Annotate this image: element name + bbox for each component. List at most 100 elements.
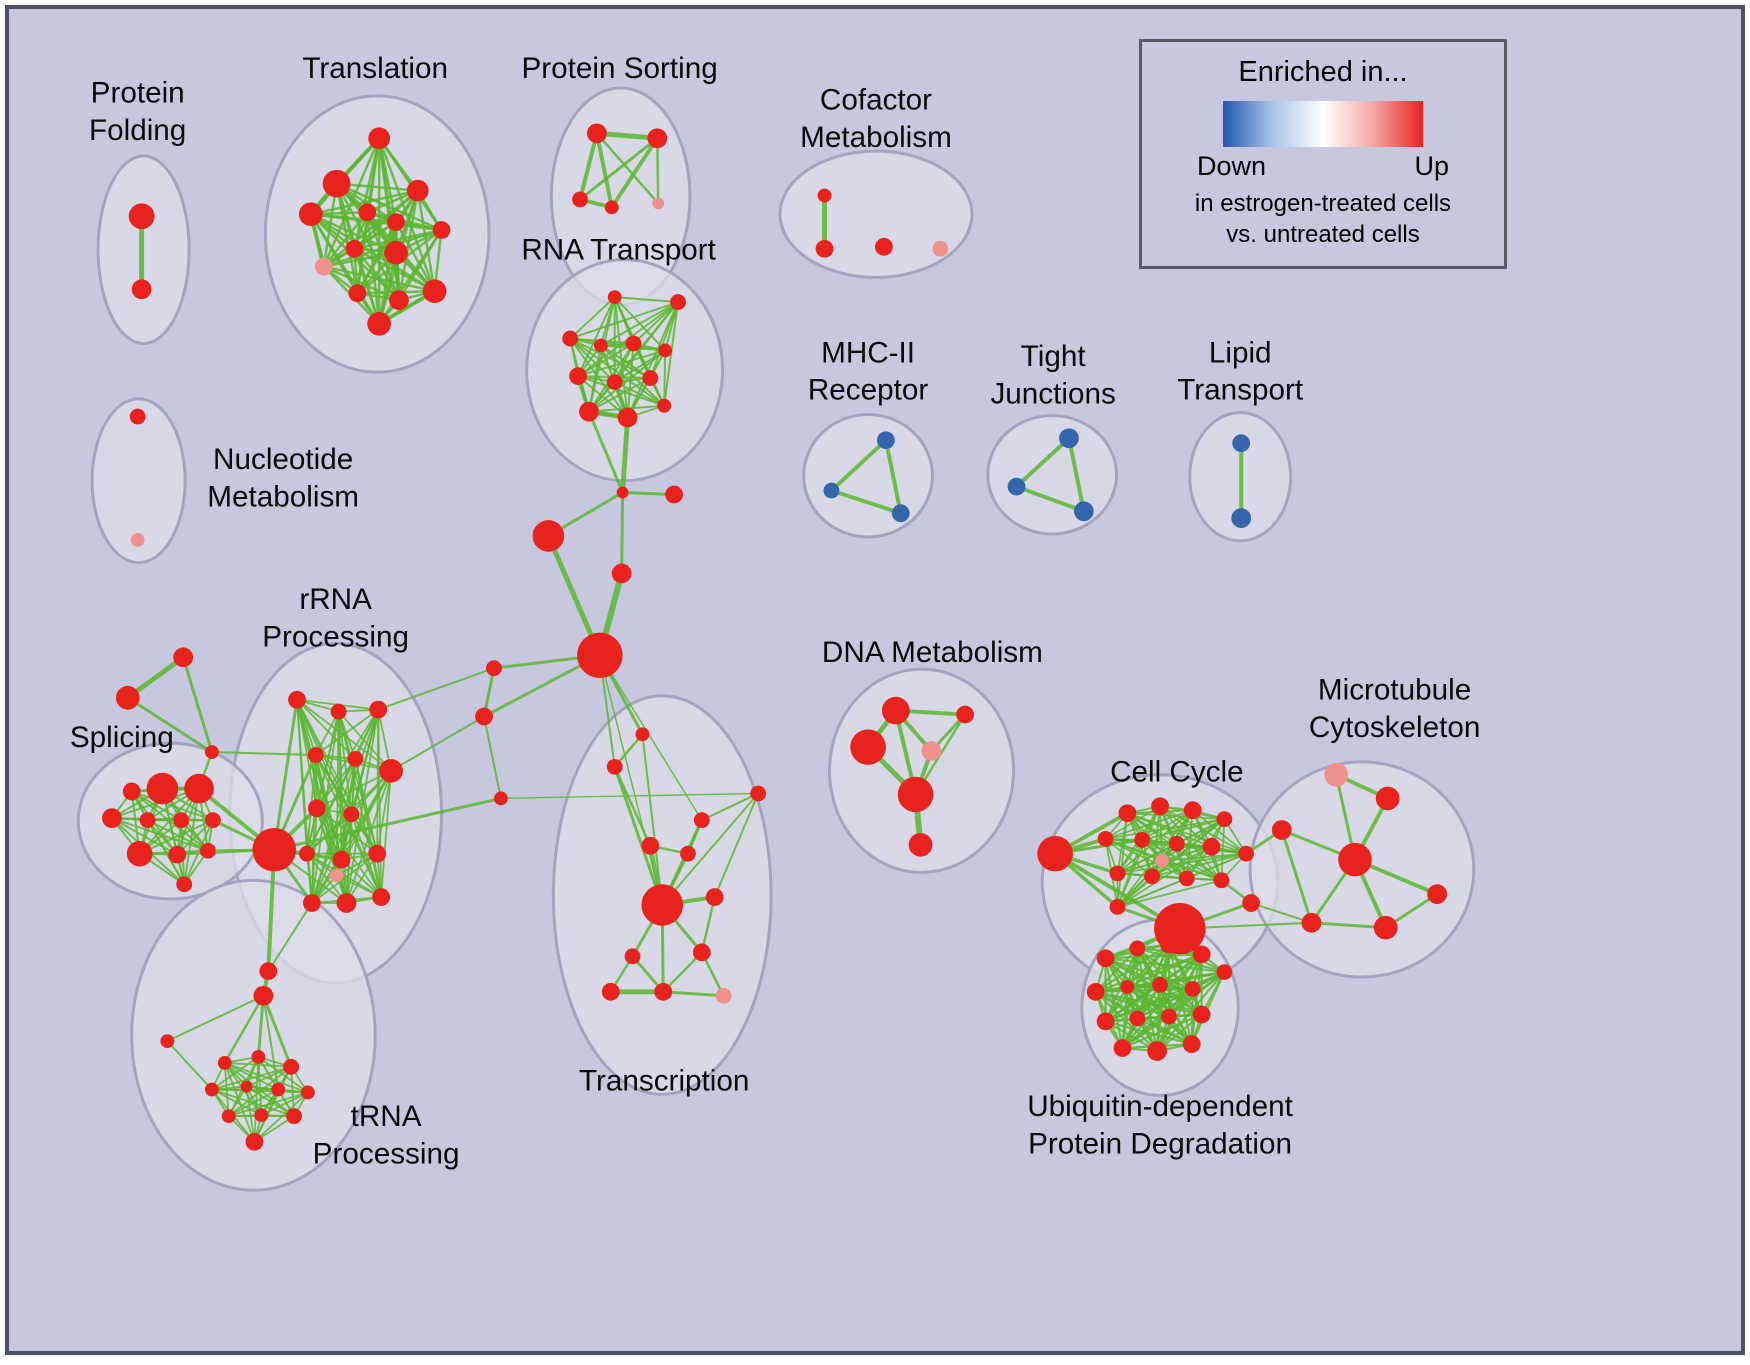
network-node[interactable] <box>1096 1012 1115 1031</box>
network-node[interactable] <box>102 808 122 829</box>
network-node[interactable] <box>956 705 974 724</box>
network-node[interactable] <box>1168 835 1185 852</box>
network-node[interactable] <box>908 832 933 857</box>
network-node[interactable] <box>314 257 333 276</box>
network-node[interactable] <box>173 812 190 829</box>
network-node[interactable] <box>532 520 565 552</box>
network-node[interactable] <box>422 279 447 304</box>
network-node[interactable] <box>271 1082 286 1097</box>
network-node[interactable] <box>372 888 391 906</box>
network-node[interactable] <box>329 868 344 883</box>
network-node[interactable] <box>625 335 642 352</box>
network-node[interactable] <box>617 407 638 428</box>
network-node[interactable] <box>891 504 910 523</box>
network-node[interactable] <box>624 948 641 965</box>
network-node[interactable] <box>562 330 579 347</box>
network-node[interactable] <box>160 1034 175 1049</box>
network-node[interactable] <box>1202 837 1221 856</box>
network-node[interactable] <box>1151 797 1169 816</box>
network-node[interactable] <box>604 200 619 215</box>
network-node[interactable] <box>670 294 686 310</box>
network-node[interactable] <box>1324 762 1349 787</box>
network-node[interactable] <box>1118 804 1137 823</box>
network-node[interactable] <box>1155 853 1169 868</box>
network-node[interactable] <box>348 284 367 303</box>
network-node[interactable] <box>307 799 326 818</box>
network-node[interactable] <box>1059 428 1079 449</box>
network-node[interactable] <box>300 1085 315 1100</box>
network-node[interactable] <box>1216 811 1233 828</box>
network-node[interactable] <box>252 828 297 872</box>
network-node[interactable] <box>221 1109 236 1124</box>
network-node[interactable] <box>322 169 351 198</box>
network-node[interactable] <box>1109 899 1126 915</box>
network-node[interactable] <box>642 370 659 386</box>
network-node[interactable] <box>307 747 324 763</box>
network-node[interactable] <box>750 785 767 802</box>
network-node[interactable] <box>1178 870 1195 887</box>
network-node[interactable] <box>1192 1005 1211 1024</box>
network-node[interactable] <box>641 884 683 926</box>
network-node[interactable] <box>283 1058 299 1075</box>
network-node[interactable] <box>654 982 673 1001</box>
network-node[interactable] <box>128 203 155 230</box>
network-node[interactable] <box>680 845 696 862</box>
network-node[interactable] <box>881 696 910 725</box>
network-node[interactable] <box>616 486 629 499</box>
network-node[interactable] <box>1271 820 1292 840</box>
network-node[interactable] <box>1134 831 1151 848</box>
network-node[interactable] <box>932 240 949 257</box>
network-node[interactable] <box>1152 977 1168 993</box>
network-node[interactable] <box>379 758 403 783</box>
network-node[interactable] <box>1192 945 1211 964</box>
network-node[interactable] <box>607 290 622 305</box>
network-node[interactable] <box>658 343 673 358</box>
network-node[interactable] <box>1144 868 1161 885</box>
network-node[interactable] <box>1373 915 1398 940</box>
network-node[interactable] <box>652 197 665 210</box>
network-node[interactable] <box>486 660 502 677</box>
network-node[interactable] <box>876 431 895 450</box>
network-node[interactable] <box>1231 508 1252 529</box>
network-node[interactable] <box>1242 894 1260 912</box>
network-node[interactable] <box>204 812 221 829</box>
network-node[interactable] <box>254 1108 269 1123</box>
network-node[interactable] <box>168 845 187 864</box>
network-node[interactable] <box>176 876 193 893</box>
network-node[interactable] <box>330 703 347 720</box>
network-node[interactable] <box>611 563 632 584</box>
network-node[interactable] <box>601 982 620 1001</box>
network-node[interactable] <box>823 482 840 499</box>
network-node[interactable] <box>1338 842 1372 877</box>
network-node[interactable] <box>1129 1010 1146 1027</box>
network-node[interactable] <box>200 842 216 859</box>
network-node[interactable] <box>130 532 145 547</box>
network-node[interactable] <box>217 1055 232 1070</box>
network-node[interactable] <box>251 1050 266 1064</box>
network-node[interactable] <box>815 239 834 258</box>
network-node[interactable] <box>286 1108 302 1125</box>
network-node[interactable] <box>641 836 660 855</box>
network-node[interactable] <box>115 685 140 710</box>
network-node[interactable] <box>288 690 306 709</box>
network-node[interactable] <box>126 840 153 867</box>
network-node[interactable] <box>1301 912 1322 933</box>
network-node[interactable] <box>259 962 278 980</box>
network-node[interactable] <box>1232 434 1251 453</box>
network-node[interactable] <box>577 632 623 679</box>
network-node[interactable] <box>347 751 364 767</box>
network-node[interactable] <box>1183 801 1202 820</box>
network-node[interactable] <box>369 700 388 719</box>
network-node[interactable] <box>389 290 409 310</box>
network-node[interactable] <box>406 179 429 202</box>
network-node[interactable] <box>1160 935 1178 954</box>
network-node[interactable] <box>384 240 408 265</box>
network-node[interactable] <box>1238 845 1255 862</box>
network-node[interactable] <box>569 367 587 385</box>
network-node[interactable] <box>1182 1035 1201 1053</box>
network-node[interactable] <box>579 401 599 422</box>
network-node[interactable] <box>1129 940 1146 957</box>
network-node[interactable] <box>705 888 724 906</box>
network-node[interactable] <box>606 758 623 775</box>
network-node[interactable] <box>1037 835 1073 872</box>
